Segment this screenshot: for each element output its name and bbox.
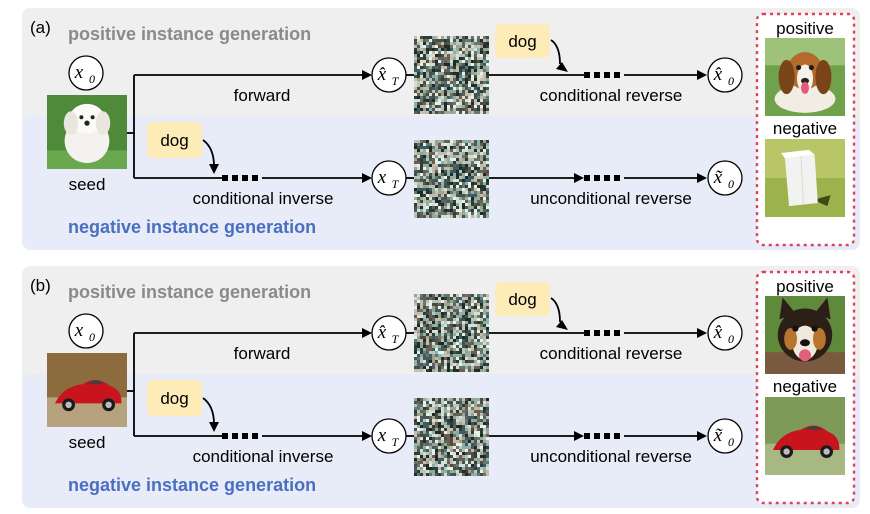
output-positive-node: x̂ 0 <box>707 315 743 351</box>
svg-text:0: 0 <box>728 332 734 346</box>
svg-text:0: 0 <box>728 74 734 88</box>
svg-text:x: x <box>74 62 84 83</box>
svg-text:x̂: x̂ <box>377 322 387 343</box>
svg-text:x: x <box>377 425 387 446</box>
uncond-reverse-label: unconditional reverse <box>530 189 692 208</box>
cond-inverse-label: conditional inverse <box>193 447 334 466</box>
panel-b: (b) positive instance generation negative … <box>0 258 870 514</box>
svg-text:0: 0 <box>728 435 734 449</box>
reverse-arrow-top <box>624 70 707 80</box>
inverse-dots <box>222 433 258 439</box>
svg-text:dog: dog <box>508 290 536 309</box>
output-negative-node: x̃ 0 <box>707 160 743 196</box>
svg-text:dog: dog <box>160 131 188 150</box>
svg-text:0: 0 <box>89 72 95 86</box>
output-positive-node: x̂ 0 <box>707 57 743 93</box>
reverse-dots-bottom <box>584 433 620 439</box>
cond-reverse-label: conditional reverse <box>540 344 683 363</box>
noise-image-top <box>414 36 489 114</box>
forward-label: forward <box>234 86 291 105</box>
positive-title: positive instance generation <box>68 282 311 302</box>
svg-text:x̂: x̂ <box>713 322 723 343</box>
top-prompt-tag: dog <box>495 24 550 58</box>
inverse-arrow <box>262 431 372 441</box>
reverse-dots-top <box>584 72 620 78</box>
negative-title: negative instance generation <box>68 475 316 495</box>
negative-image <box>765 397 845 475</box>
svg-text:x: x <box>377 167 387 188</box>
diagram-svg: (a) positive instance generation negative … <box>22 8 860 250</box>
panel-tag: (a) <box>30 18 51 37</box>
panel-tag: (b) <box>30 276 51 295</box>
positive-image <box>765 296 845 374</box>
svg-text:0: 0 <box>728 177 734 191</box>
svg-text:0: 0 <box>89 330 95 344</box>
seed-image <box>47 95 127 169</box>
forward-arrow <box>134 70 372 80</box>
svg-text:x̃: x̃ <box>713 167 723 188</box>
diagram-svg: (b) positive instance generation negative … <box>22 266 860 508</box>
noise-image-top <box>414 294 489 372</box>
xT-hat-node: x̂ T <box>371 57 407 93</box>
inverse-arrow <box>262 173 372 183</box>
forward-arrow <box>134 328 372 338</box>
noise-image-bottom <box>414 140 489 218</box>
cond-reverse-label: conditional reverse <box>540 86 683 105</box>
negative-label: negative <box>773 119 837 138</box>
negative-image <box>765 139 845 217</box>
positive-image <box>765 38 845 116</box>
positive-label: positive <box>776 277 834 296</box>
uncond-arrow-a <box>489 173 584 183</box>
reverse-dots-bottom <box>584 175 620 181</box>
svg-text:T: T <box>392 435 400 449</box>
svg-text:x: x <box>74 320 84 341</box>
svg-text:T: T <box>392 74 400 88</box>
bottom-prompt-tag: dog <box>147 380 202 416</box>
inverse-dots <box>222 175 258 181</box>
cond-inverse-label: conditional inverse <box>193 189 334 208</box>
uncond-arrow-b <box>624 173 707 183</box>
xT-hat-node: x̂ T <box>371 315 407 351</box>
negative-title: negative instance generation <box>68 217 316 237</box>
bottom-prompt-tag: dog <box>147 122 202 158</box>
positive-title: positive instance generation <box>68 24 311 44</box>
svg-text:T: T <box>392 332 400 346</box>
reverse-arrow-top <box>624 328 707 338</box>
output-negative-node: x̃ 0 <box>707 418 743 454</box>
svg-text:dog: dog <box>160 389 188 408</box>
top-prompt-tag: dog <box>495 282 550 316</box>
seed-image <box>47 353 127 427</box>
forward-label: forward <box>234 344 291 363</box>
svg-text:x̂: x̂ <box>377 64 387 85</box>
uncond-arrow-a <box>489 431 584 441</box>
noise-image-bottom <box>414 398 489 476</box>
seed-label: seed <box>69 175 106 194</box>
svg-text:x̃: x̃ <box>713 425 723 446</box>
negative-label: negative <box>773 377 837 396</box>
uncond-reverse-label: unconditional reverse <box>530 447 692 466</box>
panel-a: (a) positive instance generation negative … <box>0 0 870 252</box>
svg-text:dog: dog <box>508 32 536 51</box>
svg-text:T: T <box>392 177 400 191</box>
uncond-arrow-b <box>624 431 707 441</box>
reverse-dots-top <box>584 330 620 336</box>
seed-label: seed <box>69 433 106 452</box>
svg-text:x̂: x̂ <box>713 64 723 85</box>
positive-label: positive <box>776 19 834 38</box>
